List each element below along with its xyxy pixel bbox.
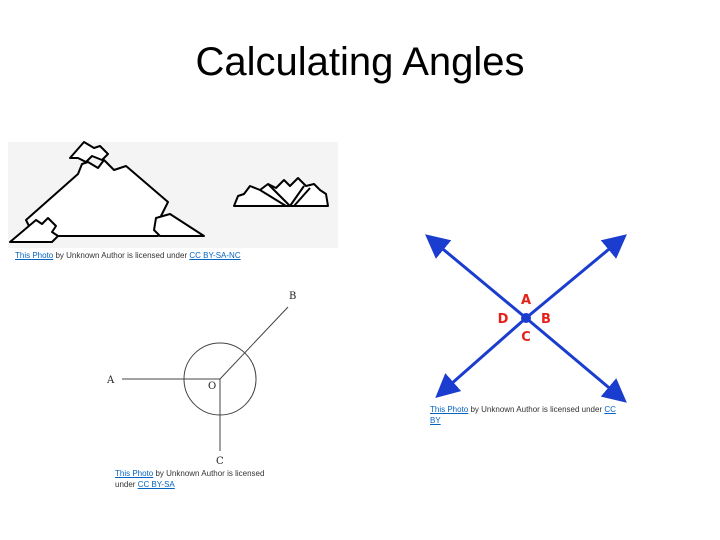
angle-label-a: A (521, 293, 531, 308)
circle-diagram-caption: This Photo by Unknown Author is licensed… (115, 468, 275, 490)
license-link[interactable]: CC BY-SA-NC (189, 251, 241, 260)
torn-top-piece (69, 141, 109, 163)
this-photo-link[interactable]: This Photo (430, 405, 469, 414)
ray-ob (219, 306, 289, 380)
caption-text: by Unknown Author is licensed under (53, 251, 190, 260)
torn-right-piece (153, 213, 205, 237)
cross-diagram-caption: This Photo by Unknown Author is licensed… (430, 404, 625, 426)
line-two (525, 234, 627, 320)
caption-text: by Unknown Author is licensed under (468, 405, 605, 414)
angle-label-b: B (541, 312, 551, 327)
torn-left-piece (9, 217, 59, 243)
label-a: A (106, 375, 115, 386)
line-one (425, 234, 527, 320)
label-o: O (208, 381, 216, 392)
license-link[interactable]: CC BY-SA (137, 480, 175, 489)
this-photo-link[interactable]: This Photo (15, 251, 54, 260)
caption-text: by Unknown Author is licensed under (115, 469, 265, 489)
label-b: B (289, 291, 296, 302)
straight-angle-pieces (233, 177, 329, 207)
this-photo-link[interactable]: This Photo (115, 469, 154, 478)
license-link[interactable]: CC BY (430, 405, 616, 425)
angle-label-c: C (521, 330, 531, 345)
intersection-point (521, 313, 531, 323)
line-two-lower (435, 316, 527, 398)
slide-title: Calculating Angles (195, 40, 525, 84)
label-c: C (216, 456, 224, 467)
angle-label-d: D (498, 312, 509, 327)
intersecting-lines-diagram: A D B C (425, 234, 627, 403)
triangle-image-caption: This Photo by Unknown Author is licensed… (15, 250, 335, 261)
line-one-lower (525, 316, 627, 403)
torn-triangle-image (8, 138, 338, 248)
circle-angle-diagram: B A O C (106, 291, 296, 467)
